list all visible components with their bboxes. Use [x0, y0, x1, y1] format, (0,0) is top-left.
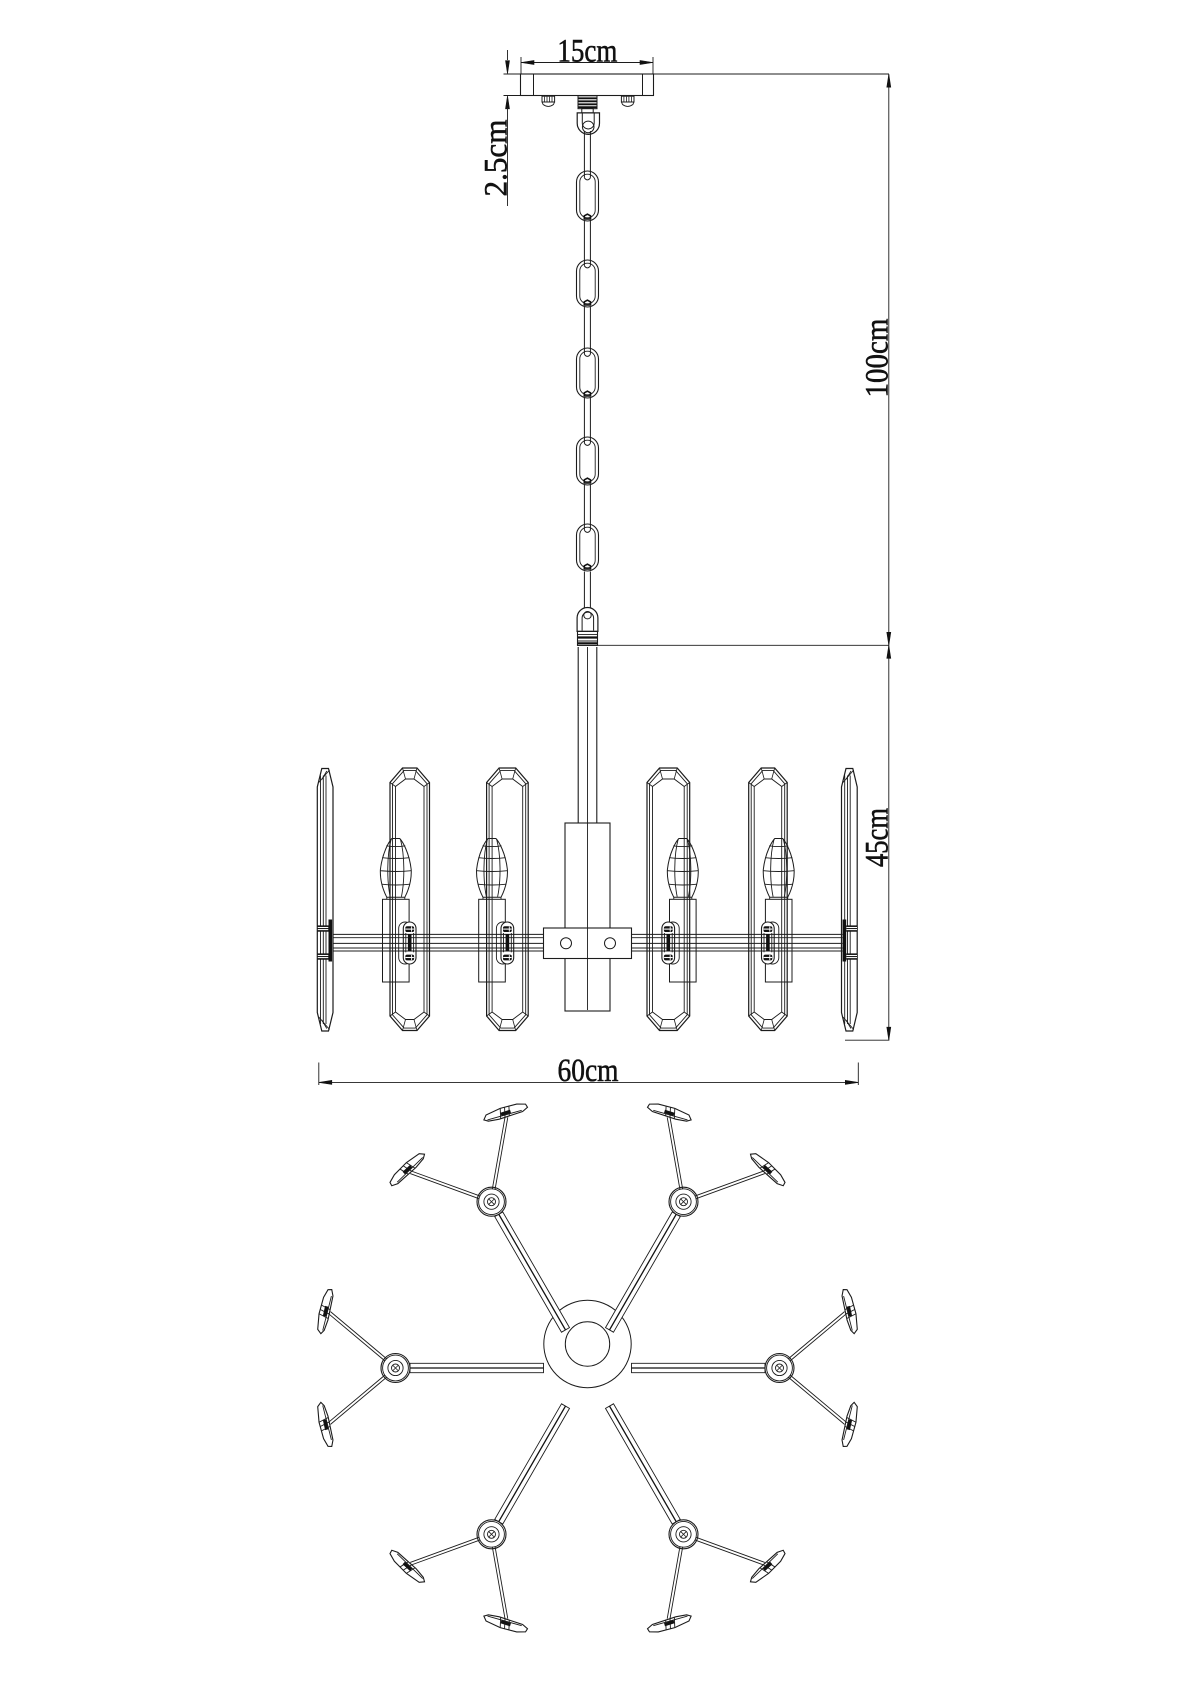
svg-text:100cm: 100cm: [860, 318, 896, 397]
svg-text:60cm: 60cm: [558, 1053, 619, 1089]
svg-text:2.5cm: 2.5cm: [478, 119, 514, 196]
svg-text:15cm: 15cm: [557, 33, 617, 69]
svg-text:45cm: 45cm: [860, 808, 896, 867]
